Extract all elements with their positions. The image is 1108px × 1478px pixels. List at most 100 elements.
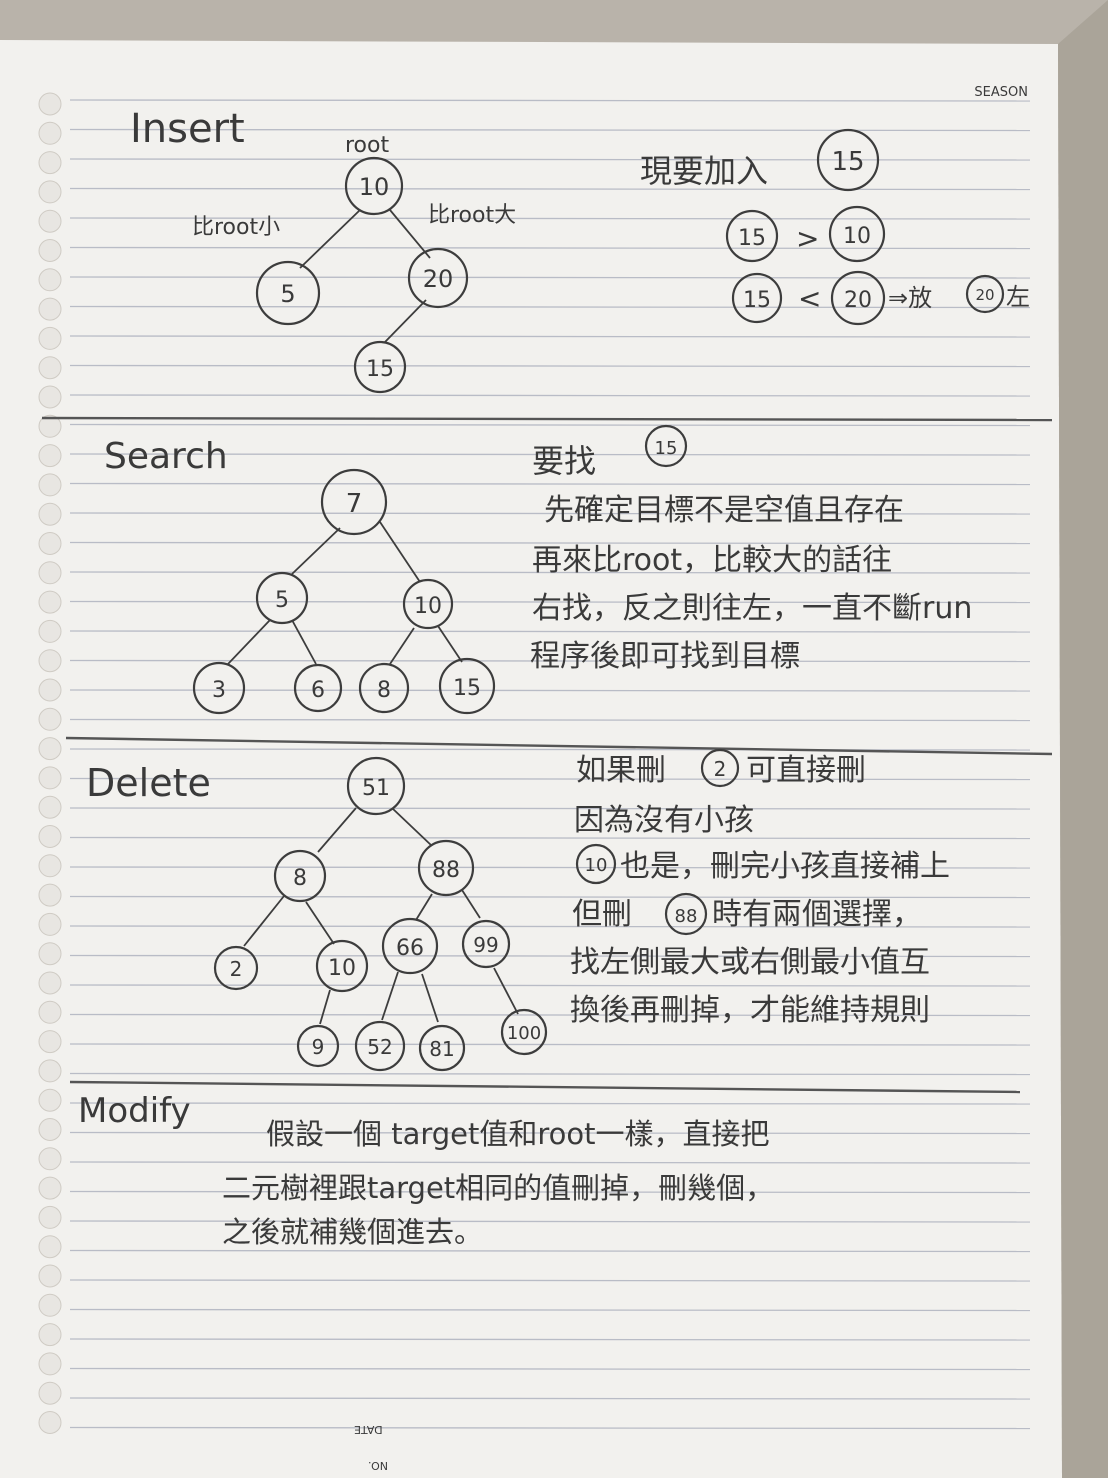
delete-node-88: 88 — [417, 839, 475, 897]
binder-hole — [38, 590, 62, 614]
delete-node-66: 66 — [381, 917, 439, 975]
svg-text:20: 20 — [423, 265, 454, 293]
ruled-line — [69, 99, 1031, 102]
insert-edge-10-5 — [299, 209, 361, 269]
ruled-line — [69, 394, 1031, 397]
svg-text:2: 2 — [230, 957, 243, 981]
delete-node-81: 81 — [418, 1024, 466, 1072]
delete-node-52: 52 — [354, 1020, 406, 1072]
brand-logo: SEASON — [974, 85, 1028, 100]
binder-hole — [38, 385, 62, 409]
ruled-line — [69, 1190, 1031, 1194]
svg-text:>: > — [796, 222, 819, 255]
ruled-line — [69, 954, 1031, 958]
modify-title: Modify — [78, 1091, 191, 1131]
ruled-line — [69, 1426, 1031, 1430]
binder-hole — [38, 737, 62, 761]
insert-left-label: 比root小 — [192, 215, 280, 240]
svg-text:15: 15 — [743, 288, 771, 313]
delete-node-8: 8 — [273, 849, 327, 903]
svg-text:6: 6 — [311, 678, 325, 703]
ruled-line — [69, 158, 1031, 161]
ruled-line — [69, 482, 1031, 486]
search-node-8: 8 — [358, 662, 410, 714]
binder-hole — [38, 268, 62, 292]
binder-hole — [38, 92, 62, 116]
binder-hole — [38, 1235, 62, 1259]
binder-hole — [38, 180, 62, 204]
search-edge-5-6 — [291, 619, 317, 665]
binder-hole — [38, 766, 62, 790]
ruled-line — [69, 1220, 1031, 1223]
delete-note-line-2: 因為沒有小孩 — [574, 803, 754, 838]
svg-text:可直接刪: 可直接刪 — [746, 753, 866, 788]
svg-text:99: 99 — [473, 933, 498, 957]
ruled-line — [69, 1397, 1031, 1400]
background-shadow — [1058, 0, 1108, 1478]
svg-text:88: 88 — [432, 858, 460, 883]
ruled-line — [69, 453, 1031, 456]
search-note-line-3: 右找，反之則往左，一直不斷run — [532, 591, 972, 626]
insert-node-10: 10 — [344, 156, 404, 216]
search-node-10: 10 — [402, 578, 454, 630]
footer-date-label: DATE — [354, 1423, 383, 1436]
svg-text:88: 88 — [675, 906, 698, 927]
search-note-badge-15: 15 — [644, 424, 688, 468]
section-modify: Modify 假設一個 target值和root一樣，直接把 二元樹裡跟targ… — [78, 1091, 774, 1249]
footer-no-label: NO. — [368, 1459, 388, 1472]
search-edge-10-8 — [389, 627, 415, 665]
svg-text:10: 10 — [843, 224, 871, 249]
insert-node-20: 20 — [407, 247, 469, 309]
svg-text:10: 10 — [359, 173, 390, 201]
svg-text:51: 51 — [362, 776, 390, 801]
svg-text:10: 10 — [585, 855, 608, 876]
delete-edge-8-10 — [305, 901, 335, 945]
ruled-line — [69, 984, 1031, 987]
insert-step2: 15 < 20 ⇒放 20 左 — [731, 270, 1030, 326]
binder-hole — [38, 912, 62, 936]
binder-hole — [38, 1176, 62, 1200]
modify-line-1: 假設一個 target值和root一樣，直接把 — [266, 1117, 770, 1151]
modify-line-3: 之後就補幾個進去。 — [222, 1215, 483, 1249]
ruled-line — [69, 364, 1031, 368]
delete-edge-51-88 — [391, 807, 433, 847]
modify-line-2: 二元樹裡跟target相同的值刪掉，刪幾個， — [222, 1171, 774, 1205]
svg-text:8: 8 — [377, 678, 391, 703]
ruled-line — [69, 1131, 1031, 1135]
binder-hole — [38, 502, 62, 526]
ruled-line — [69, 1161, 1031, 1164]
delete-edge-99-100 — [493, 967, 519, 1015]
delete-note-line-1: 如果刪 2 可直接刪 — [576, 748, 866, 788]
ruled-line — [69, 836, 1031, 840]
search-edge-10-15 — [437, 625, 463, 663]
insert-title: Insert — [130, 106, 245, 152]
ruled-line — [69, 718, 1031, 722]
paper-sheet — [0, 40, 1062, 1478]
ruled-line — [69, 246, 1031, 250]
svg-text:66: 66 — [396, 936, 424, 961]
search-note-line-4: 程序後即可找到目標 — [530, 639, 800, 674]
binder-hole — [38, 444, 62, 468]
binder-hole — [38, 209, 62, 233]
binder-hole — [38, 1293, 62, 1317]
binder-hole — [38, 1118, 62, 1141]
search-node-3: 3 — [192, 661, 246, 715]
ruled-line — [69, 1308, 1031, 1312]
binder-hole — [38, 532, 62, 555]
binder-hole — [38, 1088, 62, 1112]
svg-text:<: < — [798, 282, 821, 315]
ruled-lines — [69, 99, 1031, 1430]
svg-text:也是，刪完小孩直接補上: 也是，刪完小孩直接補上 — [620, 849, 950, 884]
svg-text:15: 15 — [655, 438, 678, 459]
ruled-line — [69, 807, 1031, 810]
delete-title: Delete — [86, 761, 211, 805]
search-node-15: 15 — [438, 657, 496, 715]
binder-hole — [38, 825, 62, 848]
search-node-7: 7 — [320, 468, 388, 536]
search-edge-7-10 — [379, 521, 421, 583]
ruled-line — [69, 630, 1031, 633]
binder-hole — [38, 1147, 62, 1171]
delete-note-line-3: 10 也是，刪完小孩直接補上 — [575, 843, 950, 885]
delete-edge-8-2 — [243, 895, 285, 947]
